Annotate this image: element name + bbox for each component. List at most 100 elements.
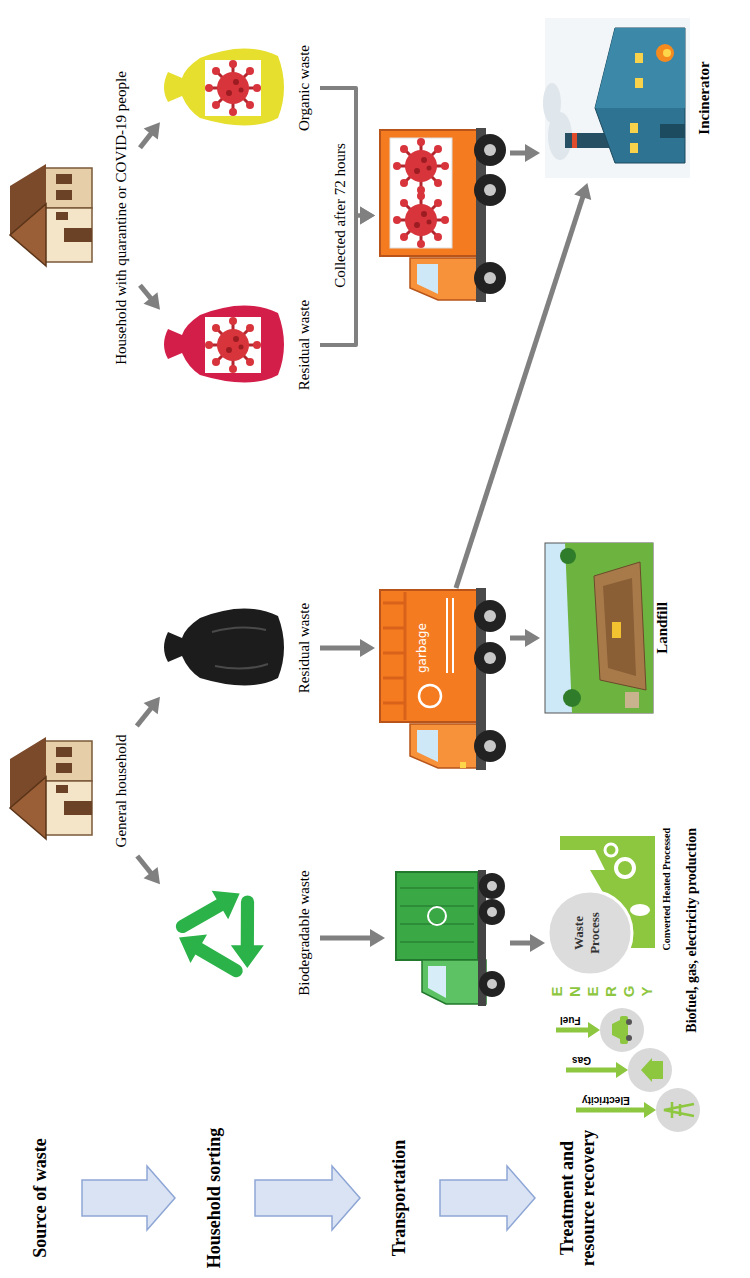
recycle-arrow xyxy=(220,902,278,967)
tree xyxy=(560,548,576,564)
window xyxy=(635,78,643,88)
window xyxy=(630,123,638,133)
landfill-sky xyxy=(545,543,653,713)
output-arrow-head xyxy=(644,1102,656,1118)
node-text: Organic waste xyxy=(295,8,313,168)
connector-line xyxy=(137,705,154,726)
home-icon xyxy=(652,1061,663,1079)
flow-arrow xyxy=(510,144,540,162)
recycle-arrow xyxy=(178,922,236,987)
covid-truck xyxy=(380,128,506,302)
truck-window xyxy=(417,264,438,294)
car-roof xyxy=(612,1020,620,1039)
flow-arrow xyxy=(140,285,160,309)
wheel-hub xyxy=(487,881,497,891)
output-arrow-head xyxy=(588,1022,600,1038)
node-text: Incinerator xyxy=(695,13,713,183)
connector-line xyxy=(137,856,153,877)
use-circle xyxy=(600,1008,644,1052)
pylon-icon xyxy=(664,1102,694,1118)
connector-line xyxy=(320,645,365,650)
stage-arrow xyxy=(82,1166,175,1230)
virus-icon xyxy=(205,60,261,116)
truck-wheel xyxy=(474,730,506,762)
collection-truck: garbage xyxy=(375,588,510,773)
output-label: Electricity xyxy=(582,1094,630,1106)
virus-panel xyxy=(205,60,261,116)
node-text: General household xyxy=(112,726,130,856)
black-bag xyxy=(164,608,284,685)
waste-bag: Organic waste xyxy=(160,8,320,168)
block-arrow xyxy=(440,1166,535,1230)
landfill-picture xyxy=(545,543,653,713)
node-text: Waste Process xyxy=(571,898,603,968)
collection-truck xyxy=(375,128,510,303)
tree xyxy=(563,689,581,707)
hut xyxy=(625,692,639,708)
stage-label: Household sorting xyxy=(175,1118,255,1278)
output-arrow xyxy=(556,1028,590,1033)
waste-bag: Residual waste xyxy=(160,265,320,425)
edge-label: Collected after 72 hours xyxy=(331,116,349,316)
use-circle xyxy=(628,1048,672,1092)
window xyxy=(635,53,643,63)
truck-wheel xyxy=(474,600,506,632)
gear xyxy=(605,844,617,856)
block-arrow xyxy=(255,1166,360,1230)
wheel-hub xyxy=(484,184,496,196)
truck-cab xyxy=(410,258,485,300)
gear xyxy=(616,859,634,877)
chimney xyxy=(565,133,610,148)
use-circle xyxy=(656,1088,700,1132)
green-truck xyxy=(396,870,505,1006)
virus-panel xyxy=(390,138,452,248)
flow-arrow xyxy=(137,697,160,726)
truck-wheel xyxy=(474,174,506,206)
stage-label: Source of waste xyxy=(0,1118,82,1278)
truck-container xyxy=(396,872,478,960)
orange-truck xyxy=(380,588,506,770)
truck-wheel xyxy=(474,642,506,674)
truck-cab xyxy=(410,724,485,768)
smoke xyxy=(543,83,561,123)
truck-container xyxy=(380,130,478,256)
output-label: Fuel xyxy=(560,1014,581,1026)
node-text: Source of waste xyxy=(30,1118,51,1278)
red-bag xyxy=(164,305,284,382)
truck-window xyxy=(428,966,446,998)
flow-arrow xyxy=(510,629,540,647)
connector-line xyxy=(140,130,154,148)
landfill-pit xyxy=(594,562,646,690)
wheel-hub xyxy=(484,652,496,664)
node-text: Household sorting xyxy=(204,1118,225,1278)
truck-stripes xyxy=(447,598,453,673)
connector-line xyxy=(510,941,535,946)
truck-wheel xyxy=(474,134,506,166)
truck-window xyxy=(417,730,438,762)
node-text: garbage xyxy=(415,593,429,673)
stage-arrow xyxy=(440,1166,535,1230)
virus-icon xyxy=(393,192,449,248)
truck-container xyxy=(380,590,478,722)
waste-bag: Residual waste xyxy=(160,568,320,728)
household-icon: General household xyxy=(0,726,140,856)
node-text: Residual waste xyxy=(295,265,313,425)
connector-line xyxy=(510,151,530,156)
truck-ribs xyxy=(400,888,474,942)
connector-line xyxy=(456,193,584,588)
flow-arrow xyxy=(140,122,160,148)
truck-logo xyxy=(419,685,441,707)
recycle-symbol xyxy=(178,892,277,988)
recycle-icon: Biodegradable waste xyxy=(160,853,320,1013)
landfill-waste xyxy=(603,578,636,676)
incinerator-picture xyxy=(543,18,690,178)
flow-arrow xyxy=(510,934,545,952)
wheel-hub xyxy=(484,610,496,622)
energy-word: ENERGY xyxy=(548,984,656,1000)
process-circle xyxy=(548,891,632,975)
wheel-hub xyxy=(487,907,497,917)
truck-light xyxy=(460,762,466,768)
incinerator-building xyxy=(595,28,685,163)
